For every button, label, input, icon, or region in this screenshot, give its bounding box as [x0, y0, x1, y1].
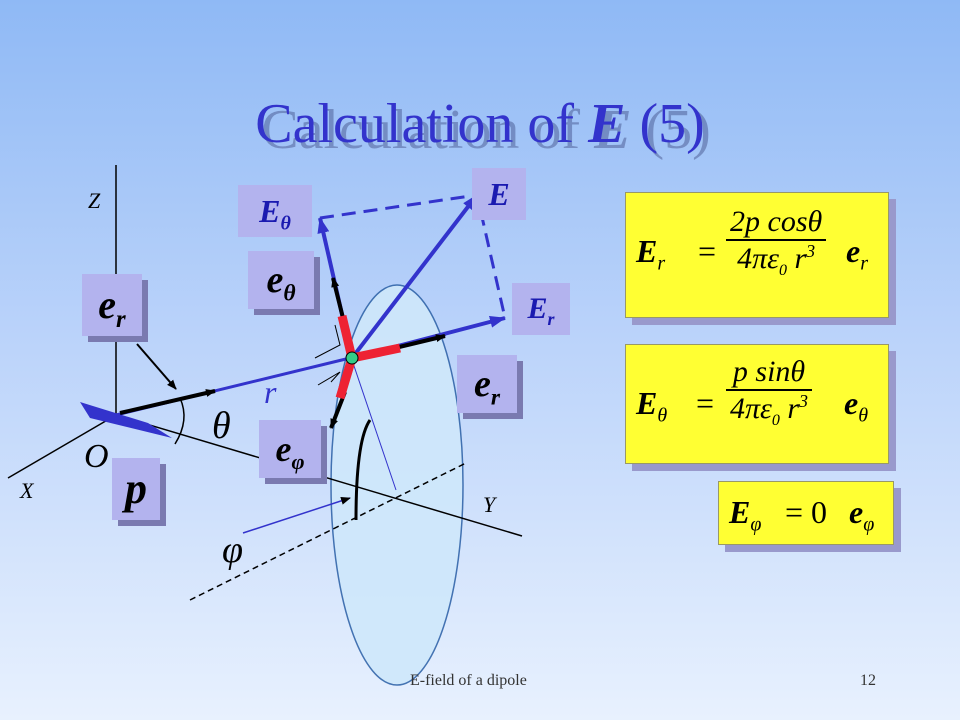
- phi-dashed-line: [189, 462, 467, 601]
- right-angle-mark-1: [314, 324, 341, 359]
- sphere-ellipse: [330, 284, 464, 686]
- E-vector: [350, 193, 479, 360]
- phi-pointer: [242, 496, 351, 534]
- r-label: r: [264, 374, 277, 410]
- fraction-E-theta: p sinθ 4πε0 r3: [726, 355, 813, 430]
- e-phi-box: eφ: [259, 420, 321, 478]
- footer-text: E-field of a dipole: [410, 672, 527, 689]
- e-r-unit-arrow: [394, 334, 446, 350]
- e-theta-unit-arrow: [331, 277, 345, 319]
- field-point: [345, 351, 359, 365]
- E-r-label: Er: [512, 283, 570, 335]
- e-r-box-left: er: [82, 274, 142, 336]
- theta-label: θ: [212, 405, 231, 447]
- fraction-E-r: 2p cosθ 4πε0 r3: [726, 205, 827, 280]
- origin-label: O: [84, 438, 109, 475]
- red-bar-phi: [335, 356, 357, 400]
- phi-arc: [354, 419, 372, 521]
- dipole-p-arrow: [80, 402, 172, 438]
- E-label: E: [472, 168, 526, 220]
- right-angle-mark-2: [317, 371, 341, 386]
- e-r-pointer: [136, 343, 177, 390]
- p-box: p: [112, 458, 160, 520]
- x-axis-label: X: [20, 478, 34, 503]
- projection-line: [351, 359, 397, 491]
- slide-title: Calculation of E (5): [255, 93, 705, 155]
- slide-number: 12: [860, 672, 876, 689]
- E-theta-label: Eθ: [238, 185, 312, 237]
- x-axis: [7, 414, 117, 479]
- formula-E-phi: Eφ = 0 eφ: [718, 481, 894, 545]
- red-bar-r: [351, 343, 401, 363]
- formula-E-r: Er = 2p cosθ 4πε0 r3 er: [625, 192, 889, 318]
- theta-arc: [174, 397, 185, 445]
- z-axis-label: Z: [88, 188, 101, 213]
- formula-E-theta: Eθ = p sinθ 4πε0 r3 eθ: [625, 344, 889, 464]
- red-bar-theta: [337, 314, 357, 360]
- phi-label: φ: [222, 529, 244, 571]
- e-r-unit-arrow-origin: [119, 389, 216, 415]
- y-axis-label: Y: [483, 492, 496, 517]
- e-theta-box: eθ: [248, 251, 314, 309]
- e-r-box-right: er: [457, 355, 517, 413]
